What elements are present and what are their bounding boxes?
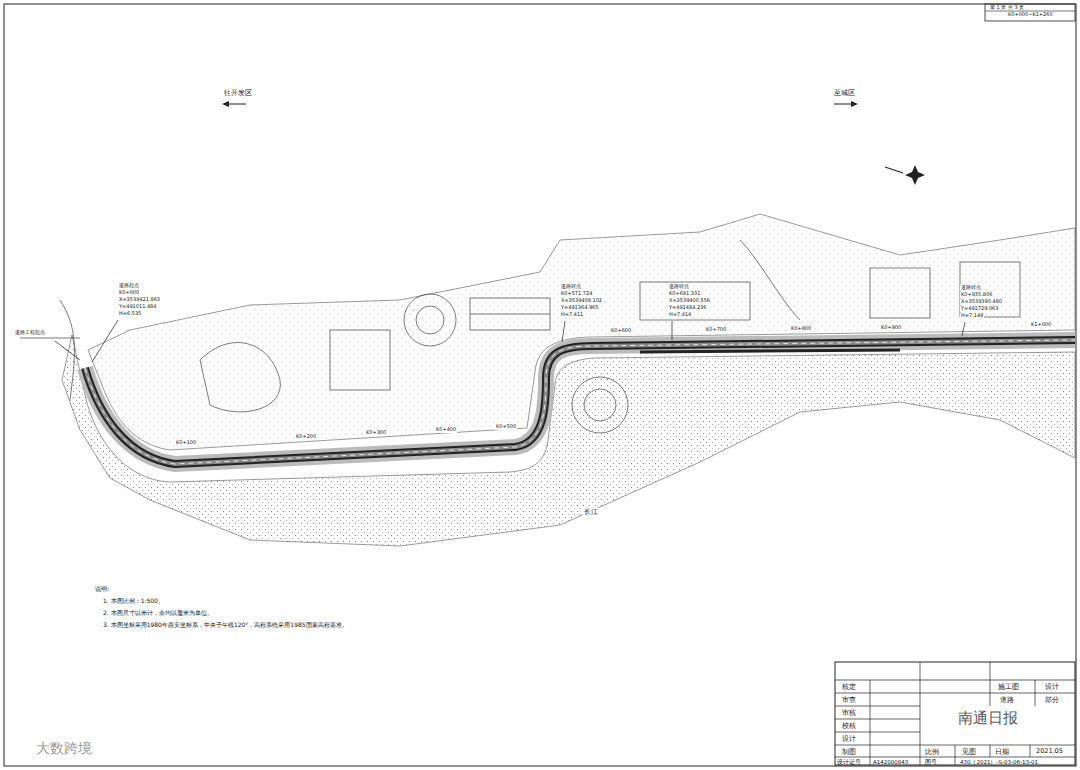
title-block-cell: 430（2021）-S-03-06-13-01 bbox=[960, 759, 1038, 765]
watermark: 大数跨境 bbox=[36, 740, 92, 756]
title-block-cell: A142000843 bbox=[873, 759, 908, 765]
elevation: H=7.414 bbox=[668, 312, 692, 318]
coordinate: X=3539421.863 bbox=[118, 297, 161, 303]
station: K0+000 bbox=[118, 290, 140, 296]
callout-title: 道路转点 bbox=[960, 285, 982, 291]
station-mark: K0+100 bbox=[175, 440, 197, 446]
direction-label: 至城区 bbox=[834, 89, 855, 97]
station: K0+691.331 bbox=[668, 291, 701, 297]
station: K0+935.806 bbox=[960, 292, 993, 298]
coordinate: Y=491011.484 bbox=[118, 304, 157, 310]
title-block-cell: 制图 bbox=[842, 748, 856, 756]
title-block-cell: 审查 bbox=[842, 696, 856, 704]
title-block-cell: 核定 bbox=[842, 683, 856, 691]
station-mark: K0+500 bbox=[495, 424, 517, 430]
title-block-cell: 比例 bbox=[925, 748, 939, 756]
note: 3. 本图坐标采用1980年西安坐标系，中央子午线120°，高程系统采用1985… bbox=[103, 622, 348, 629]
coordinate: Y=491729.063 bbox=[960, 306, 999, 312]
title-block-cell: 图号 bbox=[925, 759, 937, 765]
station-mark: K1+000 bbox=[1030, 322, 1052, 328]
station-mark: K0+900 bbox=[880, 325, 902, 331]
elevation: H=7.149 bbox=[960, 313, 984, 319]
title-block-cell: 道路 bbox=[1000, 696, 1014, 704]
title-block-cell: 设计 bbox=[842, 735, 856, 743]
callout-title: 道路起点 bbox=[118, 283, 140, 289]
notes-heading: 说明: bbox=[95, 586, 109, 593]
north-arrow bbox=[885, 165, 925, 185]
direction-label: 往开发区 bbox=[224, 89, 252, 97]
station-mark: K0+600 bbox=[610, 328, 632, 334]
coordinate: X=3539400.556 bbox=[668, 298, 711, 304]
title-block-cell: 日期 bbox=[995, 748, 1009, 756]
station-mark: K0+200 bbox=[295, 434, 317, 440]
title-block-cell: 施工图 bbox=[998, 683, 1019, 691]
station-mark: K0+700 bbox=[705, 327, 727, 333]
river-name: 长江 bbox=[583, 508, 599, 516]
coordinate: X=3539408.102 bbox=[560, 298, 603, 304]
title-block-cell: 见图 bbox=[962, 748, 976, 756]
title-block-cell: 2021.05 bbox=[1036, 748, 1063, 755]
coordinate: X=3539390.480 bbox=[960, 299, 1003, 305]
coordinate: Y=491364.965 bbox=[560, 305, 599, 311]
title-block-cell: 校核 bbox=[842, 722, 856, 730]
drawing-code: K0+000~K1+260 bbox=[1008, 12, 1053, 18]
callout-title: 道路转点 bbox=[668, 284, 690, 290]
start-label: 道路工程起点 bbox=[14, 330, 46, 336]
elevation: H=7.411 bbox=[560, 312, 584, 318]
callout-title: 道路转点 bbox=[560, 284, 582, 290]
elevation: H=6.535 bbox=[118, 311, 142, 317]
station-mark: K0+800 bbox=[790, 326, 812, 332]
title-block-cell: 设计 bbox=[1045, 683, 1059, 691]
note: 1. 本图比例：1:500。 bbox=[103, 598, 164, 605]
station-mark: K0+300 bbox=[365, 430, 387, 436]
watermark: 南通日报 bbox=[958, 710, 1018, 727]
title-block-cell: 部分 bbox=[1045, 696, 1059, 704]
title-block-cell: 设计证号 bbox=[837, 759, 861, 765]
note: 2. 本图尺寸以米计，余均以厘米为单位。 bbox=[103, 610, 213, 617]
station: K0+571.724 bbox=[560, 291, 593, 297]
page-number: 第 1 页 共 3 页 bbox=[990, 5, 1024, 11]
title-block-cell: 审核 bbox=[842, 709, 856, 717]
station-mark: K0+400 bbox=[435, 427, 457, 433]
coordinate: Y=491484.236 bbox=[668, 305, 707, 311]
